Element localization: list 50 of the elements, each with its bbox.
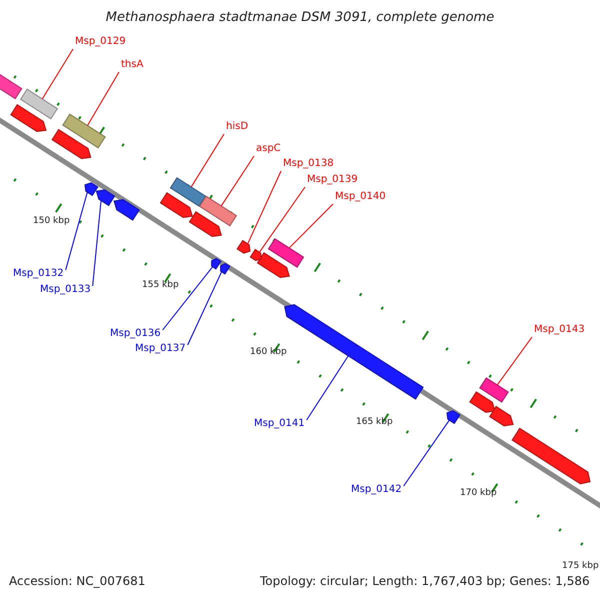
leader-line [92, 200, 102, 286]
gene-label: Msp_0141 [254, 418, 305, 430]
gene-label: Msp_0137 [135, 343, 186, 355]
genome-summary: Topology: circular; Length: 1,767,403 bp; Genes: 1,586 [260, 574, 590, 588]
title: Methanosphaera stadtmanae DSM 3091, complete genome [104, 10, 496, 25]
scale-label: 170 kbp [460, 488, 497, 499]
gene-label: Msp_0143 [534, 324, 585, 336]
scale-label: 175 kbp [562, 561, 599, 572]
leader-line [187, 271, 222, 346]
gene-label: Msp_0140 [335, 191, 386, 203]
accession-note: Accession: NC_007681 [9, 574, 146, 588]
leader-line [247, 170, 282, 244]
leader-line [220, 156, 254, 206]
gene-label: thsA [121, 59, 144, 71]
gene-label: hisD [226, 121, 248, 133]
gene-label: Msp_0133 [40, 284, 91, 296]
gene-block [236, 240, 251, 254]
scale-label: 160 kbp [250, 347, 287, 358]
gene-label: Msp_0138 [283, 158, 334, 170]
leader-line [65, 192, 88, 270]
gene-label: aspC [256, 143, 281, 155]
gene-block [479, 377, 509, 403]
gene-block [198, 196, 238, 226]
gene-label: Msp_0129 [75, 36, 126, 48]
leader-line [42, 48, 74, 100]
gene-block [96, 189, 116, 206]
gene-label: Msp_0132 [13, 268, 64, 280]
gene-block [211, 258, 222, 270]
gene-block [84, 182, 98, 196]
leader-line [288, 204, 334, 248]
gene-block [446, 410, 460, 424]
gene-label: Msp_0142 [351, 484, 402, 496]
leader-line [258, 186, 306, 253]
scale-label: 165 kbp [356, 417, 393, 428]
leader-line [190, 134, 224, 188]
gene-block [170, 177, 206, 207]
leader-line [162, 266, 214, 330]
scale-label: 155 kbp [142, 280, 179, 291]
leader-line [87, 72, 120, 126]
leader-line [496, 336, 532, 386]
gene-block [62, 114, 106, 148]
leader-line [306, 355, 349, 420]
gene-block [268, 238, 304, 268]
gene-label: Msp_0139 [307, 174, 358, 186]
leader-line [403, 420, 450, 486]
scale-label: 150 kbp [33, 216, 70, 227]
gene-block [20, 88, 58, 120]
gene-block [220, 263, 230, 275]
gene-label: Msp_0136 [110, 328, 161, 340]
gene-block [250, 248, 262, 262]
